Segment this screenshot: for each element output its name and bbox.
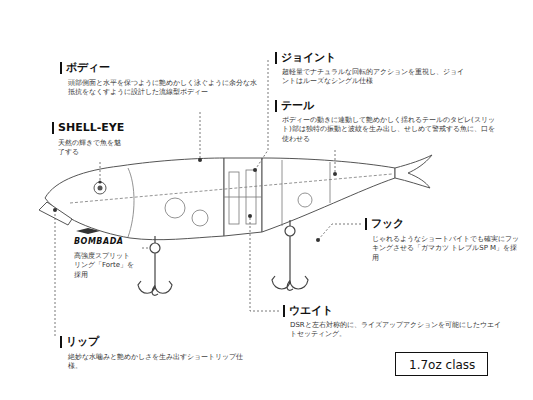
tail-fin (395, 155, 432, 188)
joint-pin (224, 197, 262, 198)
leader-line (55, 212, 56, 336)
callout-heading: フック (365, 218, 404, 230)
class-label: 1.7oz class (409, 358, 474, 372)
weight (298, 193, 312, 207)
front-body (45, 158, 224, 240)
leader-dot (248, 214, 252, 218)
treble-hook (138, 253, 172, 295)
leader-line (255, 60, 268, 170)
callout-text: じゃれるようなショートバイトでも確実にフッキングさせる「ガマカツ トレブルSP … (372, 235, 522, 263)
callout-text: 絶妙な水噛みと艶めかしさを生み出すショートリップ仕様。 (68, 353, 243, 372)
callout-text: 頭部側面と水平を保つように艶めかしく泳ぐように余分な水抵抗をなくすように設計した… (68, 79, 263, 98)
split-ring (150, 243, 160, 253)
leader-dot (253, 168, 257, 172)
eye (94, 182, 106, 194)
class-box: 1.7oz class (395, 352, 488, 376)
weight (165, 198, 185, 218)
eye-pupil (98, 186, 103, 191)
callout-heading: リップ (60, 336, 99, 348)
callout-text: ボディーの動きに連動して艶めかしく揺れるテールのタビレ(スリット)部は独特の振動… (282, 116, 497, 144)
treble-hook (272, 236, 308, 290)
callout-text: DSRと左右対称的に、ライズアップアクションを可能にしたウエイトセッティング。 (290, 321, 505, 340)
eyelet (289, 220, 290, 226)
leader-line (200, 112, 201, 158)
callout-text: 天然の輝きで魚を魅了する (58, 139, 126, 158)
brand-logo: BOMBADA (74, 237, 123, 246)
callout-heading: ウエイト (283, 305, 333, 317)
callout-heading: ボディー (60, 62, 110, 74)
gill-line (128, 168, 134, 237)
callout-heading: SHELL-EYE (52, 122, 124, 134)
callout-heading: ジョイント (275, 52, 336, 64)
joint (224, 158, 262, 236)
joint-plate (229, 172, 239, 224)
leader-line (318, 224, 361, 240)
segment-line (282, 160, 330, 226)
eyelet (154, 236, 155, 243)
leader-line (250, 218, 279, 311)
leader-line (335, 150, 336, 172)
leader-line (142, 248, 149, 249)
split-ring (285, 226, 295, 236)
callout-heading: テール (275, 100, 314, 112)
leader-dot (98, 180, 101, 183)
lip (39, 202, 72, 225)
leader-dot (53, 208, 57, 212)
wire (70, 174, 392, 203)
leader-dot (198, 158, 202, 162)
weight (192, 210, 208, 226)
callout-text: 高強度スプリットリング「Forte」を採用 (74, 252, 136, 280)
leader-line (100, 162, 101, 182)
callout-text: 超軽量でナチュラルな回転的アクションを重視し、ジョイントはルーズなシングル仕様 (282, 68, 467, 87)
logo-mark (76, 228, 100, 234)
leader-dot (333, 172, 337, 176)
leader-dot (316, 238, 320, 242)
